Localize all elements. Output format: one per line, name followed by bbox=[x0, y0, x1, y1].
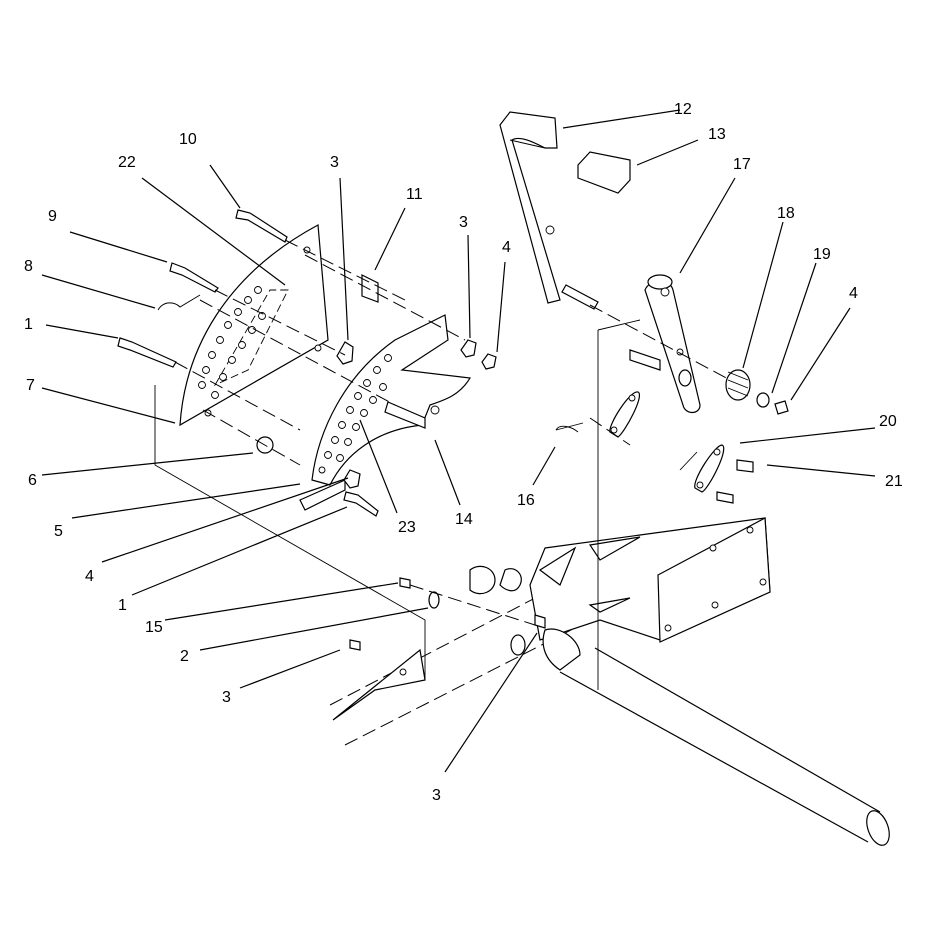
callout-14: 14 bbox=[455, 511, 473, 528]
frame-bracket bbox=[332, 517, 771, 721]
callout-9: 9 bbox=[48, 208, 57, 225]
fasteners-left bbox=[117, 209, 546, 651]
callout-6: 6 bbox=[28, 472, 37, 489]
brake-pedal bbox=[499, 111, 599, 310]
callout-16: 16 bbox=[517, 492, 535, 509]
pedal-pad bbox=[577, 151, 631, 194]
callout-10: 10 bbox=[179, 131, 197, 148]
reference-lines bbox=[154, 319, 698, 690]
callout-2: 2 bbox=[180, 648, 189, 665]
callout-11: 11 bbox=[406, 186, 423, 203]
callout-17: 17 bbox=[733, 156, 751, 173]
callout-4-nut: 4 bbox=[502, 239, 511, 256]
guide-lines bbox=[174, 239, 731, 626]
callout-15: 15 bbox=[145, 619, 163, 636]
callout-1-bottom: 1 bbox=[118, 597, 127, 614]
callout-3-top: 3 bbox=[330, 154, 339, 171]
callout-20: 20 bbox=[879, 413, 897, 430]
callout-3-nut: 3 bbox=[459, 214, 468, 231]
callout-19: 19 bbox=[813, 246, 831, 263]
lever-arm bbox=[629, 274, 701, 414]
callout-23: 23 bbox=[398, 519, 416, 536]
callout-22: 22 bbox=[118, 154, 136, 171]
callout-13: 13 bbox=[708, 126, 726, 143]
callout-12: 12 bbox=[674, 101, 692, 118]
spring-assembly bbox=[725, 369, 789, 415]
callout-8: 8 bbox=[24, 258, 33, 275]
callout-7: 7 bbox=[26, 377, 35, 394]
callout-5: 5 bbox=[54, 523, 63, 540]
link-right bbox=[694, 444, 754, 504]
link-left bbox=[555, 391, 641, 438]
callout-4-left: 4 bbox=[85, 568, 94, 585]
callout-18: 18 bbox=[777, 205, 795, 222]
callout-3-bottom: 3 bbox=[432, 787, 441, 804]
plate-left bbox=[179, 224, 329, 427]
callout-1-top: 1 bbox=[24, 316, 33, 333]
callout-3-left: 3 bbox=[222, 689, 231, 706]
plate-middle bbox=[299, 314, 471, 511]
callout-21: 21 bbox=[885, 473, 903, 490]
leader-lines bbox=[41, 109, 876, 773]
callout-4-right: 4 bbox=[849, 285, 858, 302]
callout-labels: 10 22 3 11 3 4 12 13 17 18 19 4 9 8 1 7 … bbox=[24, 101, 903, 804]
